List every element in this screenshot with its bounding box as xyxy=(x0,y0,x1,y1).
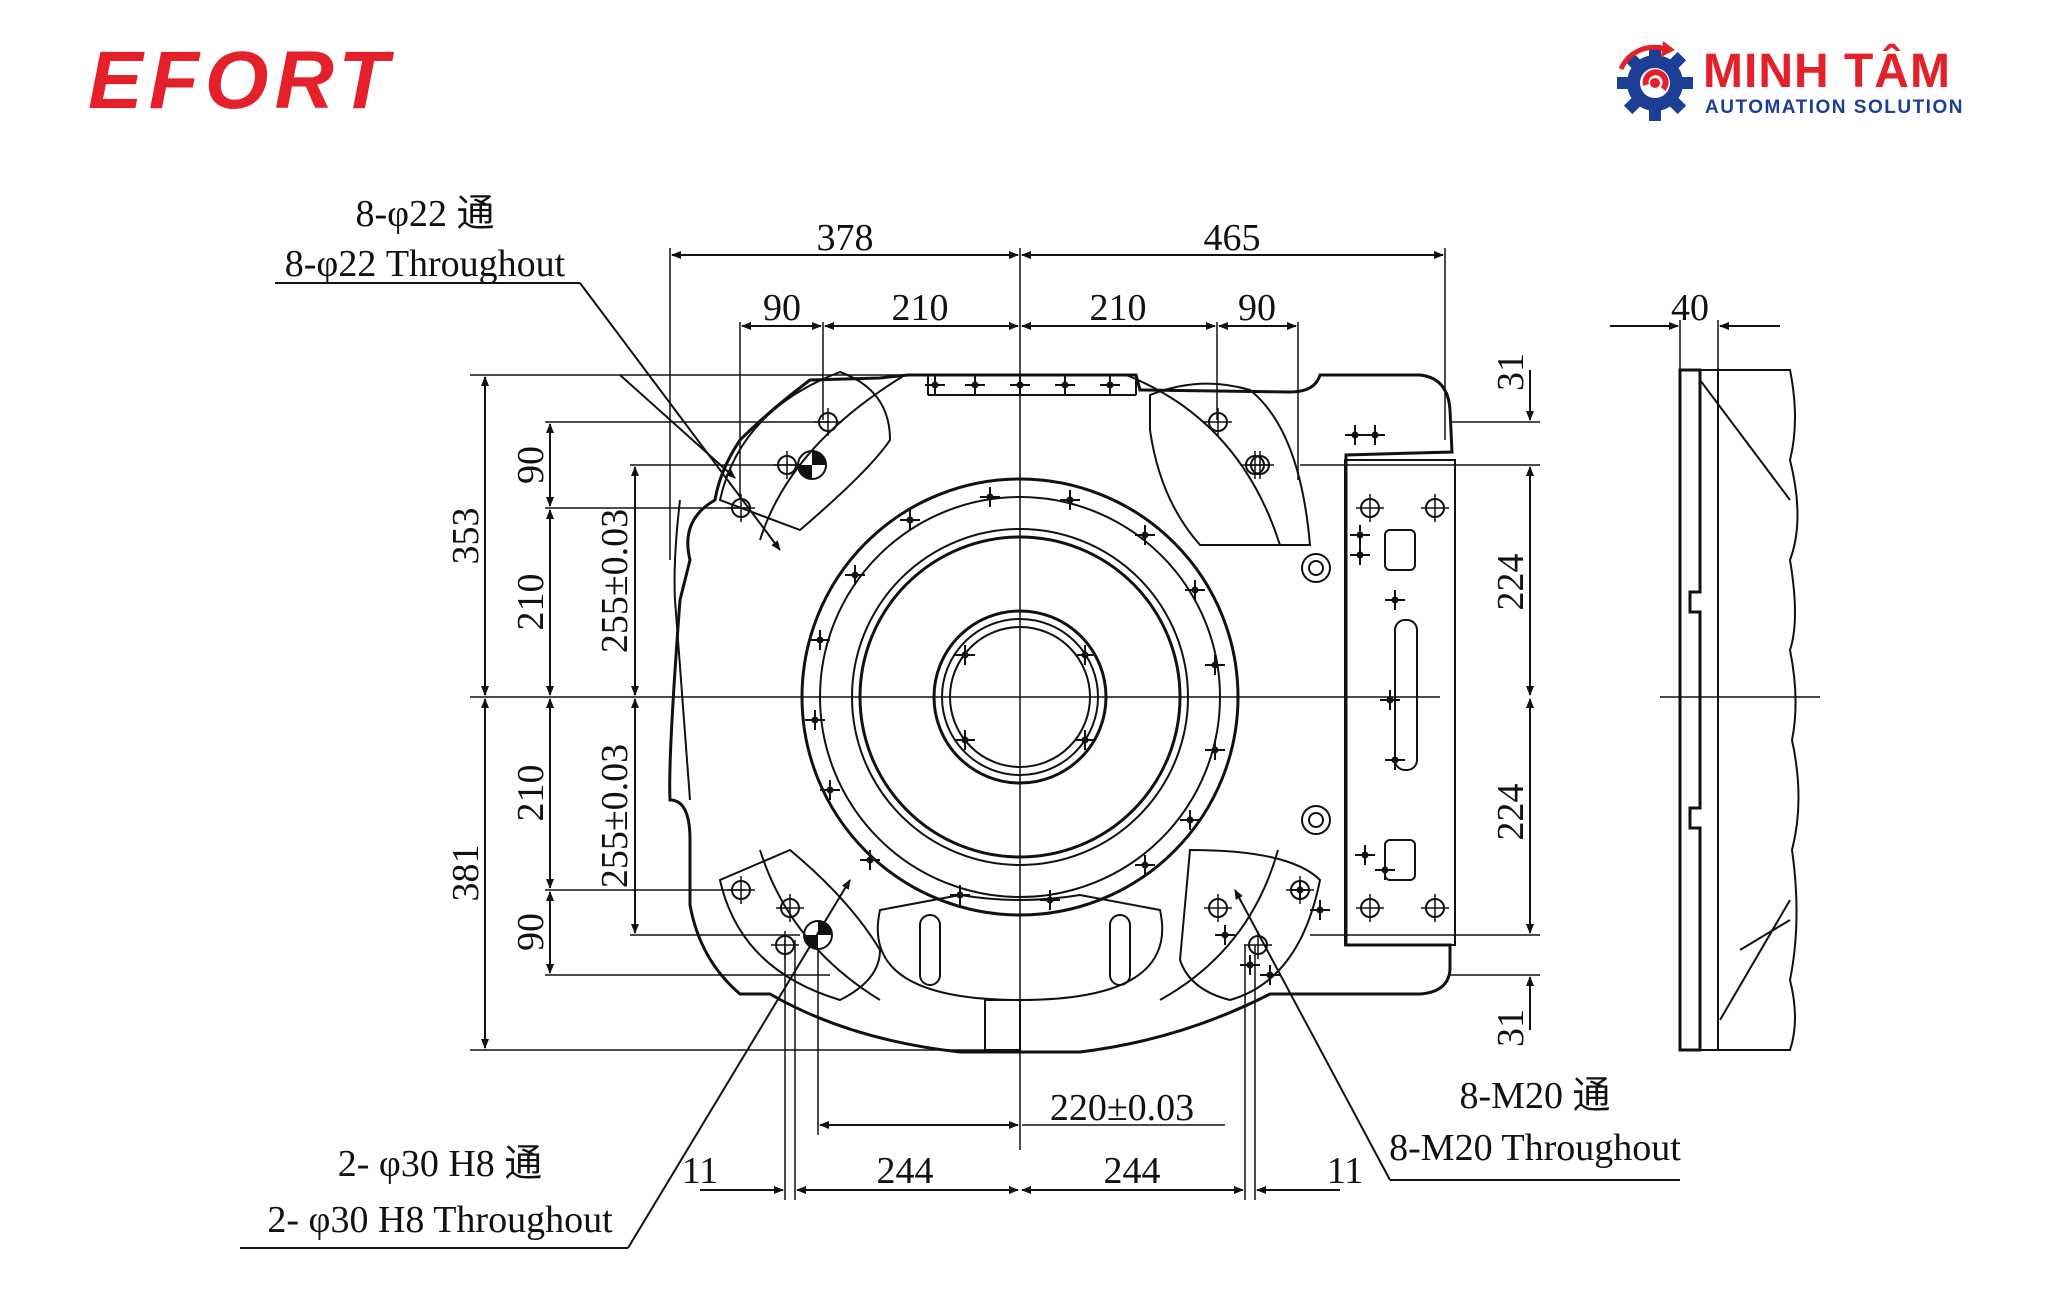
efort-logo: EFORT xyxy=(88,40,394,122)
minh-tam-subtitle: AUTOMATION SOLUTION xyxy=(1705,97,1964,118)
callout-pin30-en: 2- φ30 H8 Throughout xyxy=(267,1199,613,1241)
dim-210-left-bottom: 210 xyxy=(510,765,552,822)
dim-353: 353 xyxy=(445,508,487,565)
dim-244-left: 244 xyxy=(877,1150,934,1192)
callout-m20-cn: 8-M20 通 xyxy=(1460,1075,1611,1117)
dim-40: 40 xyxy=(1671,287,1709,329)
callout-holes22-en: 8-φ22 Throughout xyxy=(285,243,566,285)
side-view xyxy=(1678,368,1800,1052)
dim-244-right: 244 xyxy=(1104,1150,1161,1192)
dim-255-bottom: 255±0.03 xyxy=(594,744,636,888)
dim-90-right: 90 xyxy=(1238,287,1276,329)
callout-m20-en: 8-M20 Throughout xyxy=(1389,1127,1681,1169)
dim-11-right: 11 xyxy=(1327,1150,1364,1192)
dowel-pins-30 xyxy=(797,450,1331,950)
gear-icon xyxy=(1617,41,1693,121)
bearing-rings xyxy=(800,477,1240,917)
dim-90-left-top: 90 xyxy=(510,446,552,484)
callout-pin30-cn: 2- φ30 H8 通 xyxy=(338,1143,543,1185)
bottom-slots xyxy=(876,893,1164,1002)
dim-224-bottom: 224 xyxy=(1490,784,1532,841)
base-plate-outline xyxy=(668,373,1454,1054)
dim-210-left: 210 xyxy=(892,287,949,329)
dim-210-right: 210 xyxy=(1090,287,1147,329)
dim-31-bottom: 31 xyxy=(1490,1009,1532,1047)
callout-labels: 8-φ22 通 8-φ22 Throughout 8-M20 通 8-M20 T… xyxy=(267,193,1681,1241)
dim-31-top: 31 xyxy=(1490,353,1532,391)
dim-220: 220±0.03 xyxy=(1050,1087,1194,1129)
dim-465: 465 xyxy=(1204,217,1261,259)
dim-378: 378 xyxy=(817,217,874,259)
dim-255-top: 255±0.03 xyxy=(594,509,636,653)
dim-90-left-bottom: 90 xyxy=(510,913,552,951)
minh-tam-name: MINH TÂM xyxy=(1703,45,1951,98)
through-holes-22 xyxy=(726,407,1275,960)
minh-tam-logo: MINH TÂM AUTOMATION SOLUTION xyxy=(1615,38,2035,128)
dim-210-left-top: 210 xyxy=(510,574,552,631)
dim-381: 381 xyxy=(445,845,487,902)
dim-90-left: 90 xyxy=(763,287,801,329)
dim-11-left: 11 xyxy=(682,1150,719,1192)
dimension-lines xyxy=(470,248,1780,1200)
callout-holes22-cn: 8-φ22 通 xyxy=(355,193,494,235)
dimension-labels: 378 465 90 210 210 90 40 353 381 90 210 … xyxy=(445,217,1709,1192)
dim-224-top: 224 xyxy=(1490,554,1532,611)
mounting-pads xyxy=(718,370,1456,1051)
leader-lines xyxy=(240,282,1680,1249)
efort-logo-text: EFORT xyxy=(88,35,395,126)
